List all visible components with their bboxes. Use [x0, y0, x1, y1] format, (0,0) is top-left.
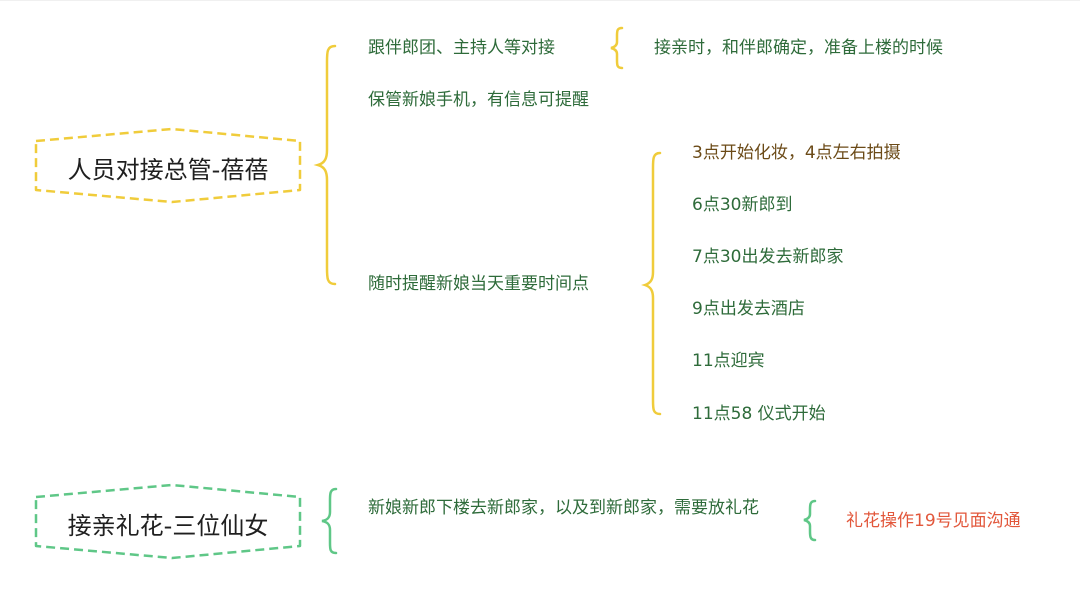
branch1-item-phone[interactable]: 保管新娘手机，有信息可提醒	[368, 90, 589, 110]
timeline-item[interactable]: 11点58 仪式开始	[692, 404, 826, 424]
brace-item1	[610, 26, 624, 70]
brace-branch2-child	[803, 499, 817, 542]
brace-branch2	[321, 487, 338, 555]
timeline-item[interactable]: 6点30新郎到	[692, 195, 793, 215]
branch2-item-confetti[interactable]: 新娘新郎下楼去新郎家，以及到新郎家，需要放礼花	[368, 498, 759, 518]
branch1-item-reminders[interactable]: 随时提醒新娘当天重要时间点	[368, 274, 589, 294]
root2-border	[34, 483, 302, 560]
branch2-item-confetti-detail[interactable]: 礼花操作19号见面沟通	[846, 511, 1021, 531]
branch1-item-liaison-detail[interactable]: 接亲时，和伴郎确定，准备上楼的时候	[654, 38, 943, 58]
brace-branch1	[313, 44, 337, 286]
timeline-item[interactable]: 11点迎宾	[692, 351, 765, 371]
root-node-coordination[interactable]: 人员对接总管-蓓蓓	[67, 156, 269, 184]
root-node-confetti[interactable]: 接亲礼花-三位仙女	[67, 512, 269, 540]
top-divider	[0, 0, 1080, 1]
brace-timeline	[641, 151, 662, 416]
timeline-item[interactable]: 9点出发去酒店	[692, 299, 805, 319]
branch1-item-liaison[interactable]: 跟伴郎团、主持人等对接	[368, 38, 555, 58]
timeline-item[interactable]: 7点30出发去新郎家	[692, 247, 844, 267]
timeline-item[interactable]: 3点开始化妆，4点左右拍摄	[692, 143, 901, 163]
root1-border	[34, 127, 302, 204]
